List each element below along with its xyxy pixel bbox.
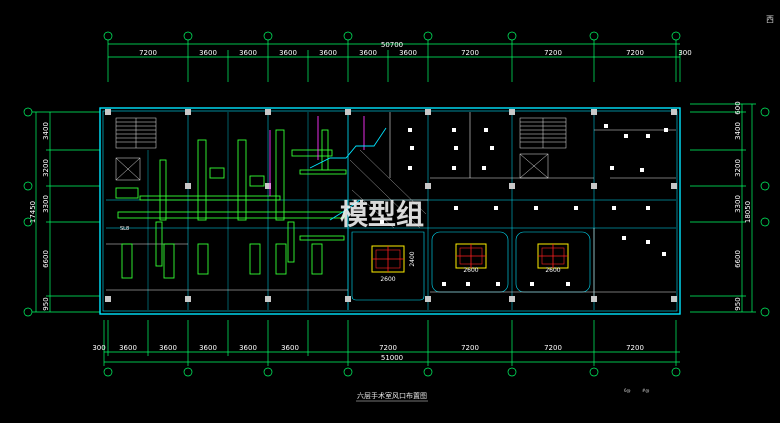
- left-dimension-chain: [32, 111, 100, 313]
- ductwork: [115, 129, 347, 279]
- top-dim-10: 7200: [626, 49, 644, 57]
- bottom-dim-8: 7200: [461, 344, 479, 352]
- structural-columns: [105, 109, 677, 302]
- lit-label: SL8: [120, 226, 129, 232]
- top-dim-8: 7200: [461, 49, 479, 57]
- bottom-dim-10: 7200: [626, 344, 644, 352]
- right-dim-6: 950: [734, 297, 742, 310]
- corridor-hatch: [349, 149, 427, 229]
- bottom-dim-2: 3600: [119, 344, 137, 352]
- left-dim-2: 3200: [42, 159, 50, 177]
- or1-depth-dim: 2400: [409, 251, 416, 266]
- small-label-2: #@: [642, 388, 649, 393]
- right-total-dim: 18050: [744, 201, 752, 223]
- cyan-branch: [309, 127, 387, 221]
- left-dim-1: 3400: [42, 122, 50, 140]
- top-segment-dims: 7200 3600 3600 3600 3600 3600 3600 7200 …: [139, 49, 692, 57]
- corner-mark: 西: [766, 15, 774, 24]
- top-axis-bubbles: [103, 31, 681, 41]
- or3-width-dim: 2600: [545, 267, 560, 274]
- or-ceiling-3: [537, 243, 569, 269]
- or-ceiling-2: [455, 243, 487, 269]
- bottom-dim-5: 3600: [239, 344, 257, 352]
- interior-partitions: [106, 112, 676, 300]
- bottom-dim-9: 7200: [544, 344, 562, 352]
- room-dimensions: 2600 2400 2600 2600: [380, 251, 560, 283]
- right-dim-2: 3400: [734, 122, 742, 140]
- bottom-segment-dims: 300 3600 3600 3600 3600 3600 7200 7200 7…: [92, 344, 644, 352]
- right-dimension-chain: [690, 103, 756, 313]
- right-dim-3: 3200: [734, 159, 742, 177]
- bottom-dim-6: 3600: [281, 344, 299, 352]
- top-dim-9: 7200: [544, 49, 562, 57]
- stair-right: [519, 117, 567, 179]
- right-segment-dims: 600 3400 3200 3300 6600 950: [734, 101, 742, 310]
- bottom-dimension-chain: [103, 320, 680, 366]
- right-dim-5: 6600: [734, 250, 742, 268]
- left-total-dim: 17450: [29, 201, 37, 223]
- top-dim-4: 3600: [279, 49, 297, 57]
- left-dim-5: 950: [42, 297, 50, 310]
- top-dim-11: 300: [678, 49, 691, 57]
- left-axis-bubbles: [23, 107, 33, 317]
- left-segment-dims: 3400 3200 3300 6600 950: [42, 122, 50, 311]
- watermark: 模型组: [340, 198, 424, 231]
- drawing-title: 六层手术室风口布置图: [357, 391, 427, 400]
- top-dim-2: 3600: [199, 49, 217, 57]
- or2-width-dim: 2600: [463, 267, 478, 274]
- top-dim-1: 7200: [139, 49, 157, 57]
- right-dim-1: 600: [734, 101, 742, 114]
- magenta-ducts: [269, 116, 365, 196]
- air-diffusers: [380, 124, 668, 286]
- bottom-dim-1: 300: [92, 344, 105, 352]
- or1-width-dim: 2600: [380, 276, 395, 283]
- left-dim-4: 6600: [42, 250, 50, 268]
- top-total-dim: 50700: [381, 41, 403, 49]
- bottom-dim-3: 3600: [159, 344, 177, 352]
- bottom-total-dim: 51000: [381, 354, 403, 362]
- top-dim-5: 3600: [319, 49, 337, 57]
- bottom-dim-4: 3600: [199, 344, 217, 352]
- small-label-1: 6@: [624, 388, 631, 393]
- left-dim-3: 3300: [42, 195, 50, 213]
- top-dim-6: 3600: [359, 49, 377, 57]
- top-dim-7: 3600: [399, 49, 417, 57]
- top-dim-3: 3600: [239, 49, 257, 57]
- right-axis-bubbles: [760, 107, 770, 317]
- stair-left: [115, 117, 157, 181]
- bottom-axis-bubbles: [103, 367, 681, 377]
- right-dim-4: 3300: [734, 195, 742, 213]
- bottom-dim-7: 7200: [379, 344, 397, 352]
- or-ceiling-1: [371, 245, 405, 273]
- top-dimension-chain: [107, 40, 681, 82]
